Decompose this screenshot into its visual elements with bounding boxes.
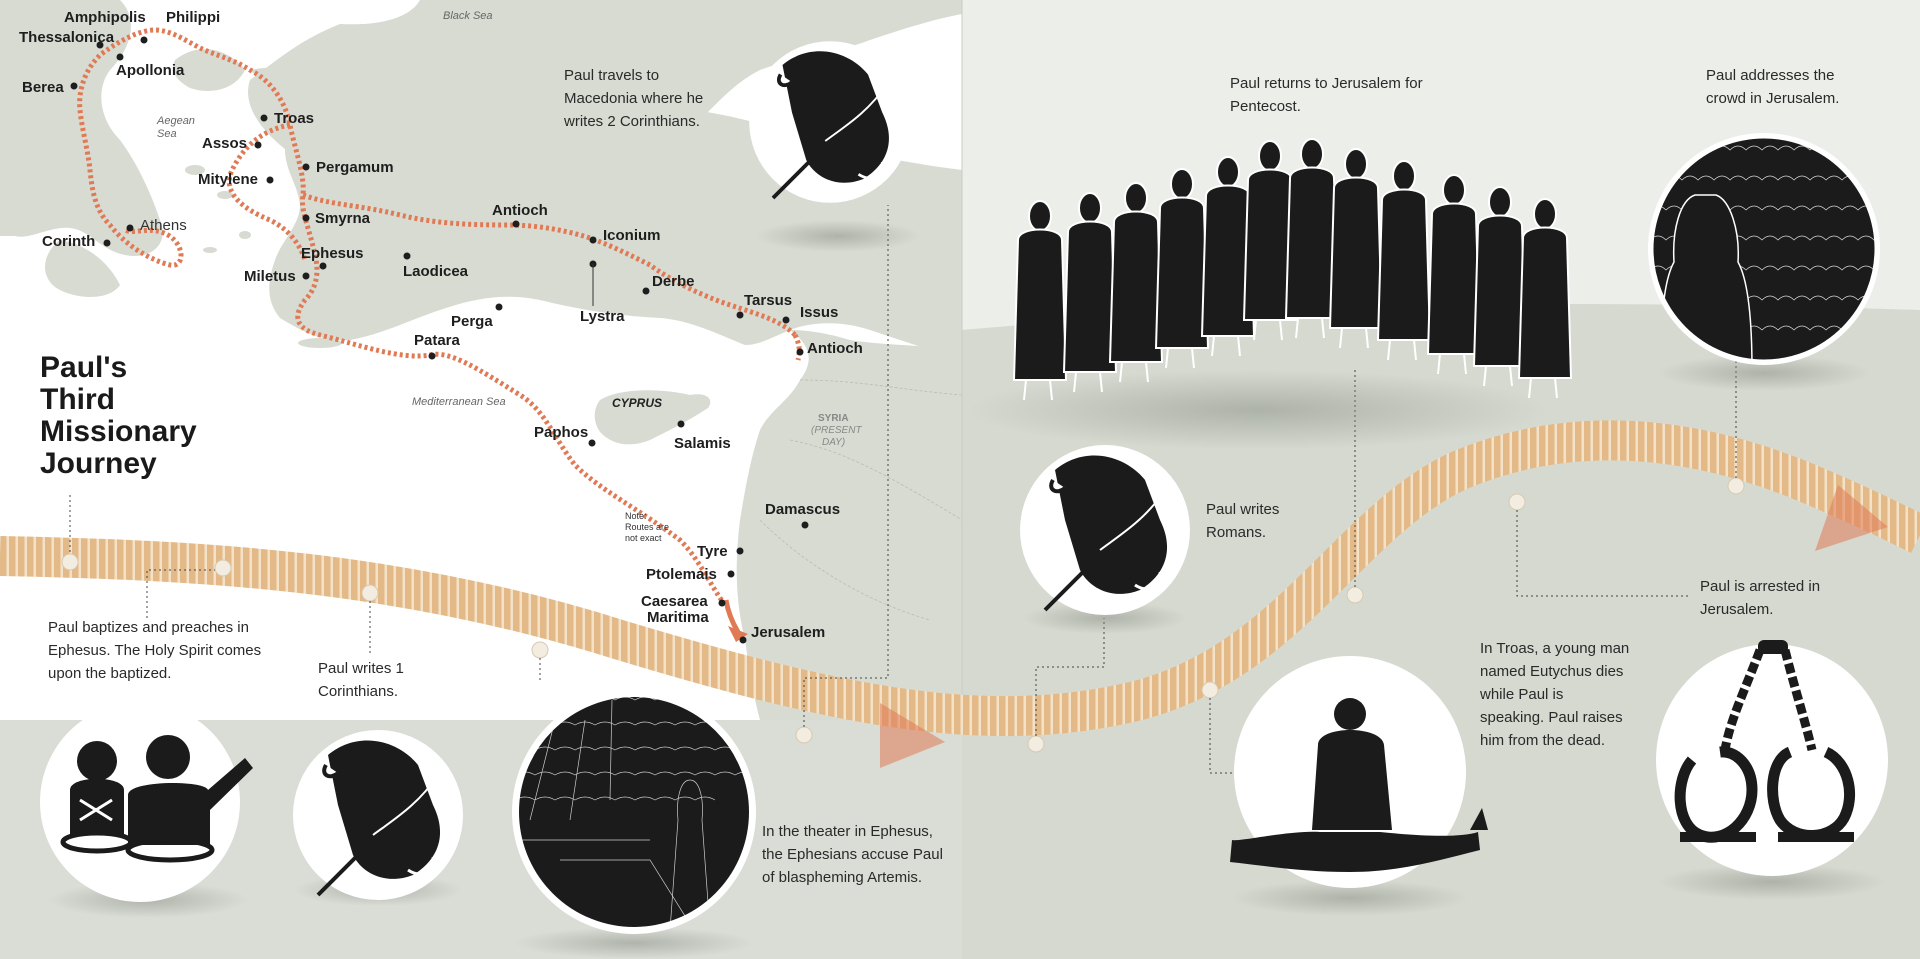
cyprus: [594, 390, 711, 445]
label-mediterranean: Mediterranean Sea: [412, 396, 506, 408]
icon-shadows: [48, 220, 1886, 959]
label-corinth: Corinth: [42, 233, 95, 250]
label-ephesus: Ephesus: [301, 245, 364, 262]
page-title: Paul's Third Missionary Journey: [40, 352, 240, 480]
label-damascus: Damascus: [765, 501, 840, 518]
caption-eutychus: In Troas, a young man named Eutychus die…: [1480, 640, 1630, 749]
label-jerusalem: Jerusalem: [751, 624, 825, 641]
title-line: Missionary: [40, 415, 197, 448]
label-ptolemais: Ptolemais: [646, 566, 717, 583]
timeline-band: [0, 420, 1920, 737]
label-pergamum: Pergamum: [316, 159, 394, 176]
label-philippi: Philippi: [166, 9, 220, 26]
label-mitylene: Mitylene: [198, 171, 258, 188]
label-aegean-1: Aegean: [156, 115, 195, 127]
label-caesarea-2: Maritima: [647, 609, 709, 626]
label-syria-1: SYRIA: [818, 413, 849, 424]
greece-landmass: [0, 0, 163, 256]
label-patara: Patara: [414, 332, 461, 349]
timeline-markers: [61, 477, 1745, 753]
label-athens: Athens: [140, 217, 187, 234]
label-assos: Assos: [202, 135, 247, 152]
label-issus: Issus: [800, 304, 838, 321]
caption-macedonia: Paul travels to Macedonia where he write…: [564, 67, 704, 130]
scroll-quill-icon: [1020, 445, 1190, 615]
disciples-group-icon: [1012, 138, 1573, 401]
note-3: not exact: [625, 533, 662, 543]
journey-route: [77, 27, 728, 607]
label-tarsus: Tarsus: [744, 292, 792, 309]
label-salamis: Salamis: [674, 435, 731, 452]
label-berea: Berea: [22, 79, 64, 96]
label-apollonia: Apollonia: [116, 62, 185, 79]
label-antioch-pisidia: Antioch: [492, 202, 548, 219]
caption-1-corinthians: Paul writes 1 Corinthians.: [318, 660, 404, 700]
timeline-arrow-2: [1815, 485, 1888, 551]
label-iconium: Iconium: [603, 227, 661, 244]
timeline-arrow-1: [880, 703, 945, 768]
label-syria-3: DAY): [822, 437, 845, 448]
fallen-man-icon: [1230, 656, 1488, 888]
title-line: Journey: [40, 447, 157, 480]
caption-pentecost: Paul returns to Jerusalem for Pentecost.: [1230, 75, 1423, 115]
title-line: Paul's: [40, 351, 128, 384]
label-amphipolis: Amphipolis: [64, 9, 146, 26]
label-antioch-syria: Antioch: [807, 340, 863, 357]
label-miletus: Miletus: [244, 268, 296, 285]
baptism-icon: [40, 702, 253, 902]
scroll-quill-icon: [293, 730, 463, 900]
label-derbe: Derbe: [652, 273, 695, 290]
label-laodicea: Laodicea: [403, 263, 469, 280]
label-paphos: Paphos: [534, 424, 588, 441]
shackles-icon: [1656, 640, 1888, 876]
caption-addresses: Paul addresses the crowd in Jerusalem.: [1706, 67, 1840, 107]
levant: [736, 330, 962, 720]
caption-romans: Paul writes Romans.: [1206, 501, 1280, 541]
city-dots: [70, 36, 809, 644]
note-2: Routes are: [625, 522, 669, 532]
label-caesarea-1: Caesarea: [641, 593, 708, 610]
label-thessalonica: Thessalonica: [19, 29, 115, 46]
route-arrowhead: [728, 626, 748, 642]
label-smyrna: Smyrna: [315, 210, 371, 227]
label-cyprus: CYPRUS: [612, 396, 662, 410]
label-black-sea: Black Sea: [443, 10, 493, 22]
label-perga: Perga: [451, 313, 493, 330]
caption-theater: In the theater in Ephesus, the Ephesians…: [762, 823, 943, 886]
label-tyre: Tyre: [697, 543, 728, 560]
label-lystra: Lystra: [580, 308, 625, 325]
crowd-icon: [1648, 133, 1880, 365]
label-aegean-2: Sea: [157, 128, 177, 140]
label-troas: Troas: [274, 110, 314, 127]
caption-baptizes: Paul baptizes and preaches in Ephesus. T…: [48, 619, 262, 682]
scroll-quill-icon: [749, 41, 911, 203]
note-1: Note:: [625, 511, 647, 521]
caption-arrested: Paul is arrested in Jerusalem.: [1700, 578, 1821, 618]
title-line: Third: [40, 383, 115, 416]
label-syria-2: (PRESENT: [811, 425, 862, 436]
